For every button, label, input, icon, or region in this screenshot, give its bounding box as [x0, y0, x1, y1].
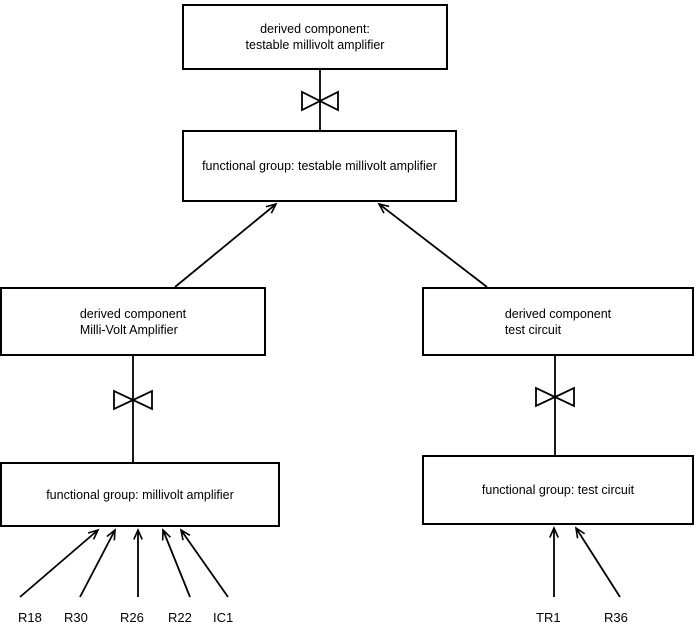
connector-bowtie-right: [535, 356, 575, 455]
node-label: functional group: test circuit: [481, 483, 635, 497]
connector-arrow-mva-to-testable: [174, 202, 278, 288]
leaf-arrow-r36: [574, 526, 621, 598]
leaf-arrow-r18: [19, 528, 100, 598]
leaf-arrow-r22: [161, 528, 191, 598]
connector-arrow-testcircuit-to-testable: [377, 202, 488, 288]
node-fg-testable-millivolt-amplifier[interactable]: functional group: testable millivolt amp…: [182, 130, 457, 202]
node-label: derived component test circuit: [504, 306, 612, 337]
connector-bowtie-left: [113, 356, 153, 462]
node-label: derived component: testable millivolt am…: [245, 22, 385, 52]
leaf-label-r36: R36: [604, 610, 628, 625]
leaf-label-r30: R30: [64, 610, 88, 625]
node-fg-test-circuit[interactable]: functional group: test circuit: [422, 455, 694, 525]
leaf-label-ic1: IC1: [213, 610, 234, 625]
node-fg-millivolt-amplifier[interactable]: functional group: millivolt amplifier: [0, 462, 280, 527]
leaf-label-r26: R26: [120, 610, 144, 625]
connector-bowtie-top: [301, 70, 339, 130]
node-label: functional group: millivolt amplifier: [46, 487, 234, 502]
leaf-label-tr1: TR1: [536, 610, 561, 625]
leaf-arrow-ic1: [179, 528, 229, 598]
leaf-label-r18: R18: [18, 610, 42, 625]
leaf-label-r22: R22: [168, 610, 192, 625]
node-label: functional group: testable millivolt amp…: [202, 159, 437, 173]
node-label: derived component Milli-Volt Amplifier: [79, 306, 187, 337]
node-derived-testable-millivolt-amplifier[interactable]: derived component: testable millivolt am…: [182, 4, 448, 70]
leaf-arrow-r30: [79, 528, 116, 598]
node-derived-milli-volt-amplifier[interactable]: derived component Milli-Volt Amplifier: [0, 287, 266, 356]
node-derived-test-circuit[interactable]: derived component test circuit: [422, 287, 694, 356]
